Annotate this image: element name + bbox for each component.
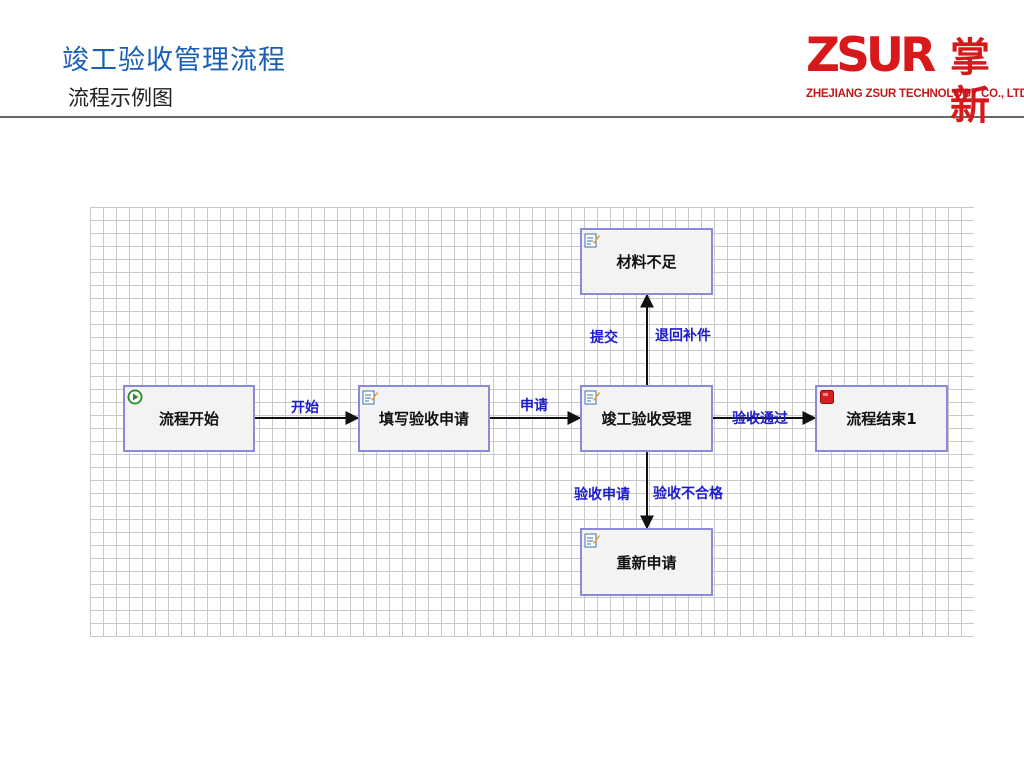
edge-label-acceptance-apply: 验收申请 xyxy=(574,487,630,503)
node-label: 填写验收申请 xyxy=(378,410,469,428)
node-label: 流程结束1 xyxy=(846,410,917,428)
node-insufficient-materials[interactable]: 材料不足 xyxy=(580,228,713,295)
page-title: 竣工验收管理流程 xyxy=(62,45,286,76)
stop-icon xyxy=(820,390,834,404)
edge-label-return: 退回补件 xyxy=(655,328,711,344)
connector-layer xyxy=(255,293,817,530)
diagram-canvas: 流程开始 填写验收申请 竣工验收受理 材料不足 xyxy=(90,207,974,637)
header-divider xyxy=(0,116,1024,118)
edge-label-apply: 申请 xyxy=(520,398,548,414)
logo-chinese: 掌新 xyxy=(950,35,990,129)
node-reapply[interactable]: 重新申请 xyxy=(580,528,713,596)
node-label: 重新申请 xyxy=(616,553,677,572)
node-label: 竣工验收受理 xyxy=(601,410,692,428)
logo-mark: ZSUR xyxy=(806,28,936,83)
edit-form-icon xyxy=(362,390,378,405)
node-label: 流程开始 xyxy=(158,410,219,428)
edit-form-icon xyxy=(584,533,600,548)
node-process-start[interactable]: 流程开始 xyxy=(123,385,255,452)
logo-english: ZHEJIANG ZSUR TECHNOLOGY CO., LTD xyxy=(806,88,1024,100)
edit-form-icon xyxy=(584,390,600,405)
edit-form-icon xyxy=(584,233,600,248)
node-label: 材料不足 xyxy=(616,253,677,271)
node-fill-application[interactable]: 填写验收申请 xyxy=(358,385,490,452)
edge-label-begin: 开始 xyxy=(291,400,319,416)
node-process-end[interactable]: 流程结束1 xyxy=(815,385,948,452)
play-icon xyxy=(127,389,143,405)
edge-label-pass: 验收通过 xyxy=(732,411,788,427)
page-subtitle: 流程示例图 xyxy=(68,86,173,110)
company-logo: ZSUR 掌新 ZHEJIANG ZSUR TECHNOLOGY CO., LT… xyxy=(800,28,1024,130)
edge-label-fail: 验收不合格 xyxy=(653,486,723,502)
edge-label-submit: 提交 xyxy=(590,330,618,346)
node-completion-acceptance[interactable]: 竣工验收受理 xyxy=(580,385,713,452)
